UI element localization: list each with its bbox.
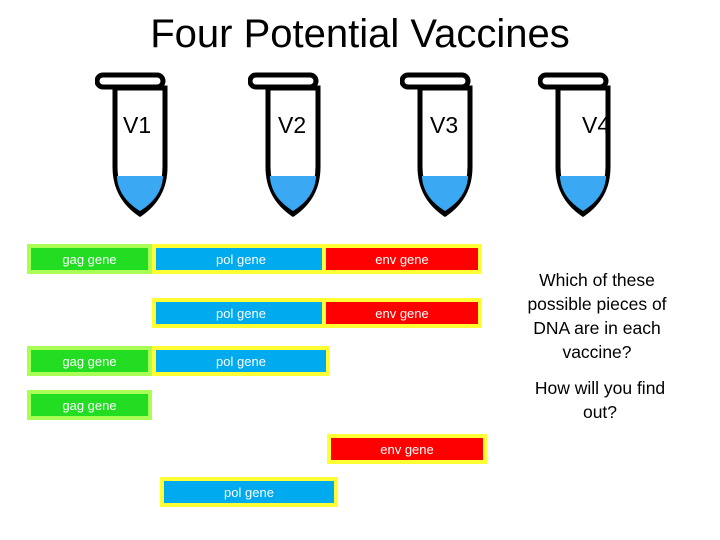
tube-v2: V2: [248, 72, 338, 222]
microcentrifuge-tube-icon: [400, 72, 473, 218]
gene-box-pol: pol gene: [152, 346, 330, 376]
tube-v3: V3: [400, 72, 490, 222]
question-text: Which of these possible pieces of DNA ar…: [527, 270, 667, 362]
gene-box-pol: pol gene: [152, 298, 330, 328]
gene-box-gag: gag gene: [27, 346, 152, 376]
gene-label: gag gene: [62, 353, 117, 369]
tube-v1: V1: [95, 72, 185, 222]
tube-label-v4: V4: [582, 112, 611, 138]
gene-label: pol gene: [224, 484, 274, 500]
gene-label: env gene: [375, 305, 429, 321]
gene-label: gag gene: [62, 397, 117, 413]
gene-box-gag: gag gene: [27, 244, 152, 274]
gene-label: pol gene: [216, 305, 266, 321]
gene-box-pol: pol gene: [160, 477, 338, 507]
page-title: Four Potential Vaccines: [150, 12, 570, 56]
gene-label: pol gene: [216, 353, 266, 369]
gene-label: env gene: [380, 441, 434, 457]
microcentrifuge-tube-icon: [95, 72, 168, 218]
gene-box-gag: gag gene: [27, 390, 152, 420]
question-text-find-out: How will you find out?: [534, 378, 666, 422]
microcentrifuge-tube-icon: [538, 72, 611, 218]
tube-label-v3: V3: [430, 112, 459, 138]
gene-box-pol: pol gene: [152, 244, 330, 274]
gene-box-env: env gene: [322, 298, 482, 328]
gene-box-env: env gene: [322, 244, 482, 274]
gene-label: env gene: [375, 251, 429, 267]
tube-label-v2: V2: [278, 112, 307, 138]
gene-box-env: env gene: [327, 434, 487, 464]
tube-v4: V4: [538, 72, 628, 222]
gene-label: gag gene: [62, 251, 117, 267]
gene-label: pol gene: [216, 251, 266, 267]
microcentrifuge-tube-icon: [248, 72, 321, 218]
tube-label-v1: V1: [123, 112, 152, 138]
